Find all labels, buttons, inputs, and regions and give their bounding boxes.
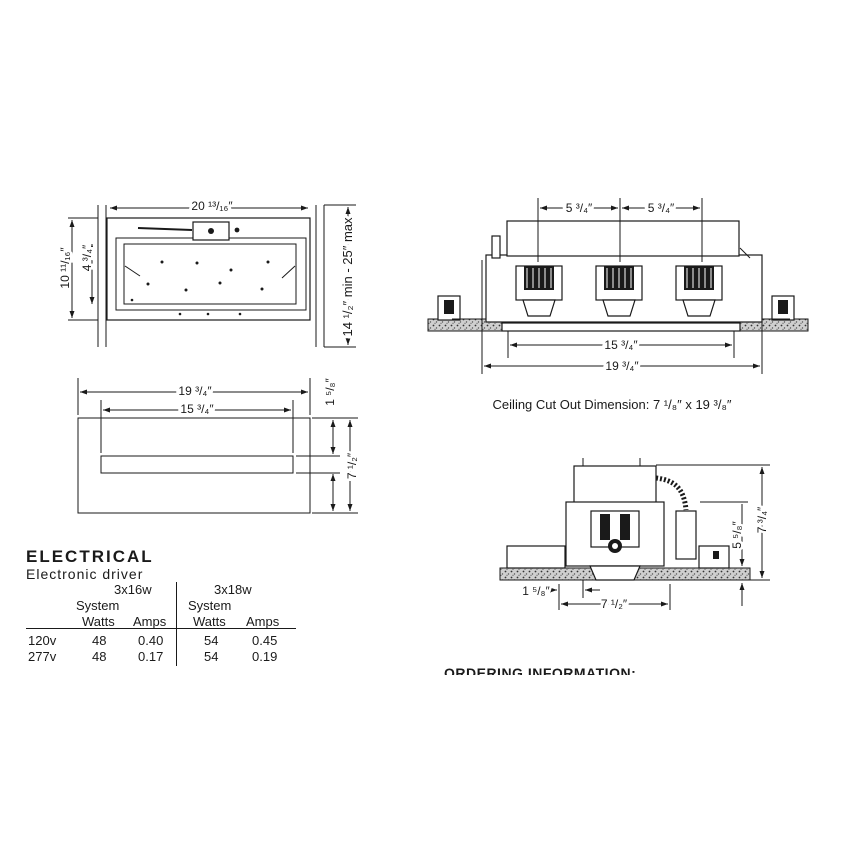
- end-offset-label: 1 ⁵/₈″: [522, 584, 550, 598]
- trim-inner-width-label: 15 ³/₄″: [180, 402, 214, 416]
- trim-view: [77, 378, 358, 514]
- row-watts-1: 48: [92, 633, 107, 648]
- col-system-1: System: [76, 598, 120, 613]
- electrical-table: 3x16w 3x18w System System Watts Amps Wat…: [26, 582, 296, 672]
- lamp-2: [595, 265, 643, 317]
- group-name-1: 3x16w: [114, 582, 152, 597]
- trim-flange-label: 1 ⁵/₈″: [323, 377, 337, 405]
- col-watts-2: Watts: [193, 614, 226, 629]
- electrical-subtitle: Electronic driver: [26, 566, 144, 582]
- side-view: [427, 198, 809, 374]
- lamp-3: [675, 265, 723, 317]
- row-voltage: 277v: [28, 649, 57, 664]
- trim-outer-width-label: 19 ³/₄″: [178, 384, 212, 398]
- side-spacing-left-label: 5 ³/₄″: [566, 201, 593, 215]
- col-amps-1: Amps: [133, 614, 167, 629]
- end-height-label: 7 ³/₄″: [755, 506, 769, 533]
- row-amps-1: 0.17: [138, 649, 164, 664]
- side-outer-width-label: 19 ³/₄″: [605, 359, 639, 373]
- electrical-section: ELECTRICAL Electronic driver 3x16w 3x18w…: [26, 547, 296, 666]
- col-watts-1: Watts: [82, 614, 115, 629]
- row-amps-1: 0.40: [138, 633, 164, 648]
- table-header-rule: [26, 628, 296, 629]
- row-amps-2: 0.45: [252, 633, 278, 648]
- ordering-information-heading: ORDERING INFORMATION:: [444, 665, 637, 675]
- col-system-2: System: [188, 598, 232, 613]
- trim-height-label: 7 ¹/₂″: [345, 452, 359, 479]
- col-amps-2: Amps: [246, 614, 280, 629]
- lamp-1: [515, 265, 563, 317]
- top-depth-range-label: 14 ¹/₂″ min - 25″ max: [340, 217, 355, 337]
- end-width-label: 7 ¹/₂″: [601, 597, 628, 611]
- row-watts-2: 54: [204, 649, 219, 664]
- row-watts-2: 54: [204, 633, 219, 648]
- top-view: [68, 204, 356, 348]
- side-inner-width-label: 15 ³/₄″: [604, 338, 638, 352]
- top-inner-label: 4 ³/₄″: [80, 244, 94, 271]
- cutout-caption: Ceiling Cut Out Dimension: 7 ¹/₈″ x 19 ³…: [493, 397, 732, 412]
- side-spacing-right-label: 5 ³/₄″: [648, 201, 675, 215]
- row-voltage: 120v: [28, 633, 57, 648]
- row-watts-1: 48: [92, 649, 107, 664]
- electrical-title: ELECTRICAL: [26, 547, 154, 566]
- row-amps-2: 0.19: [252, 649, 278, 664]
- top-height-label: 10 ¹¹/₁₆″: [58, 247, 72, 289]
- end-view: [499, 458, 770, 610]
- group-name-2: 3x18w: [214, 582, 252, 597]
- end-inner-height-label: 5 ⁵/₈″: [730, 520, 744, 548]
- table-divider: [176, 582, 177, 666]
- top-width-label: 20 ¹³/₁₆″: [191, 199, 233, 213]
